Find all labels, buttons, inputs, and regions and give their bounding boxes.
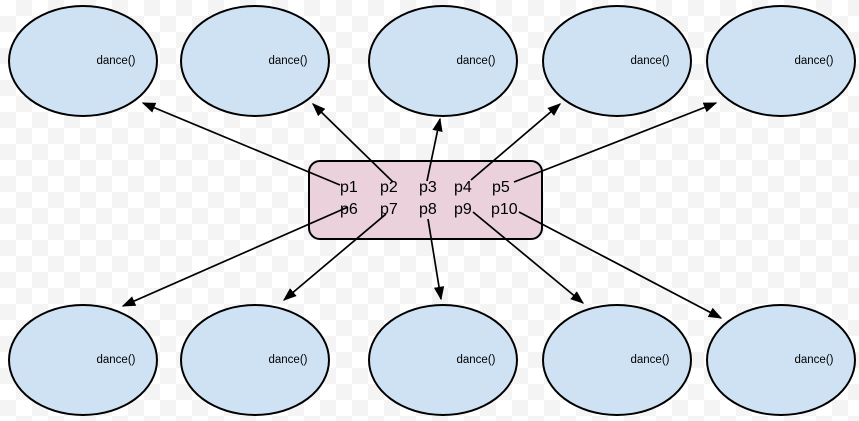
param-label-p8: p8 — [419, 201, 437, 218]
param-label-p7: p7 — [380, 201, 398, 218]
ellipse-node-bottom-3: dance() — [368, 304, 518, 416]
node-label: dance() — [456, 353, 496, 366]
ellipse-node-bottom-4: dance() — [542, 304, 692, 416]
ellipse-node-top-4: dance() — [542, 5, 692, 117]
node-label: dance() — [630, 54, 670, 67]
param-label-p10: p10 — [491, 201, 518, 218]
node-label: dance() — [268, 353, 308, 366]
edge-p10-to-bottom-5 — [518, 211, 723, 319]
node-label: dance() — [794, 54, 834, 67]
node-label: dance() — [456, 54, 496, 67]
node-label: dance() — [794, 353, 834, 366]
param-label-p2: p2 — [380, 179, 398, 196]
param-label-p5: p5 — [492, 179, 510, 196]
ellipse-node-top-3: dance() — [368, 5, 518, 117]
node-label: dance() — [96, 353, 136, 366]
param-label-p9: p9 — [454, 201, 472, 218]
ellipse-node-top-5: dance() — [706, 5, 856, 117]
param-label-p6: p6 — [340, 201, 358, 218]
param-label-p4: p4 — [454, 179, 472, 196]
ellipse-node-bottom-2: dance() — [180, 304, 330, 416]
node-label: dance() — [630, 353, 670, 366]
param-label-p3: p3 — [419, 179, 437, 196]
ellipse-node-top-1: dance() — [8, 5, 158, 117]
node-label: dance() — [268, 54, 308, 67]
ellipse-node-bottom-1: dance() — [8, 304, 158, 416]
ellipse-node-top-2: dance() — [180, 5, 330, 117]
param-label-p1: p1 — [340, 179, 358, 196]
ellipse-node-bottom-5: dance() — [706, 304, 856, 416]
node-label: dance() — [96, 54, 136, 67]
parameter-box: p1 p2 p3 p4 p5 p6 p7 p8 p9 p10 — [308, 160, 543, 240]
